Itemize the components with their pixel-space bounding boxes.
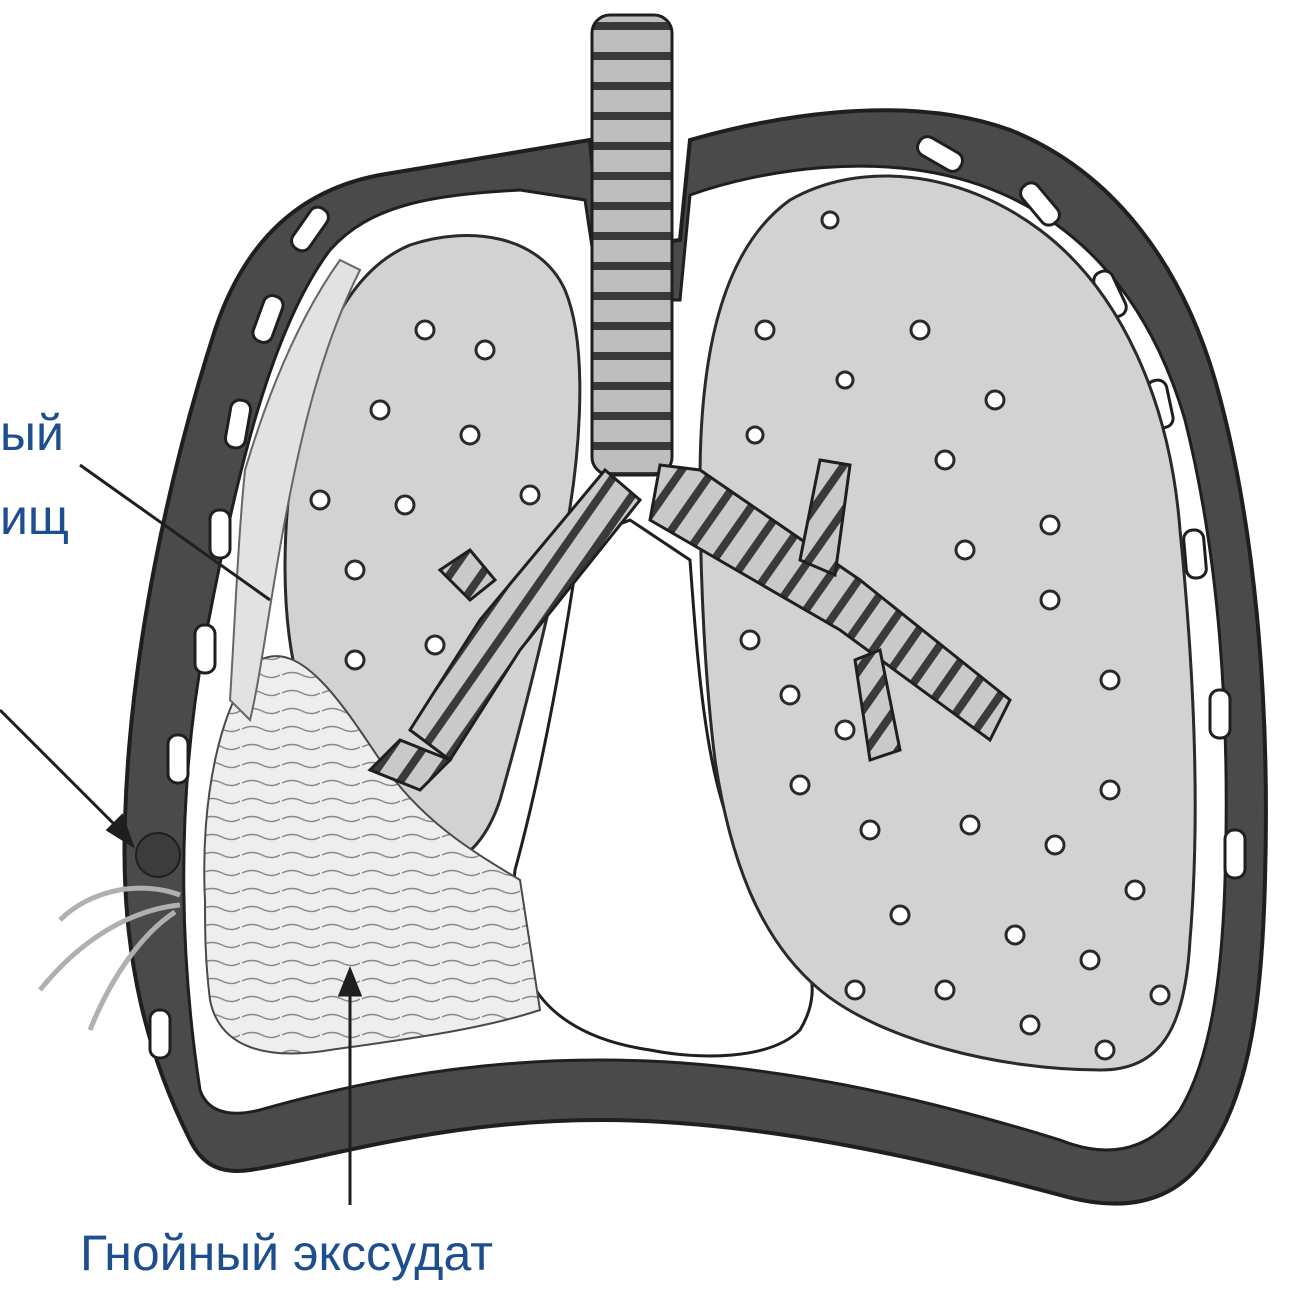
label-fragment-second: ищ	[0, 492, 69, 542]
trachea	[592, 15, 672, 475]
fistula-opening	[136, 833, 180, 877]
label-fragment-top: ый	[0, 408, 64, 458]
label-purulent-exudate: Гнойный экссудат	[80, 1228, 493, 1278]
